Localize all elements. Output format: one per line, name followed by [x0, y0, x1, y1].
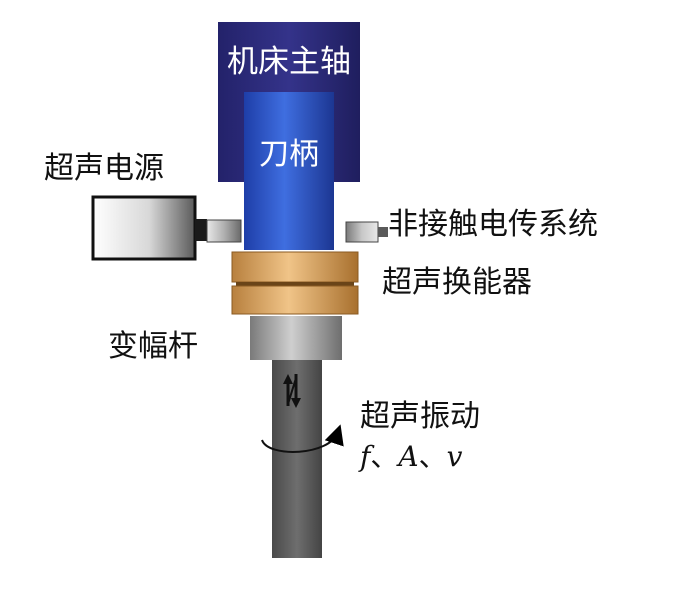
transmission-ring-right-tab	[378, 227, 388, 237]
transducer-flange-top	[231, 251, 359, 283]
rotation-arrow-icon	[261, 424, 344, 453]
param-v: v	[447, 440, 463, 473]
transducer-flange-gap	[236, 282, 354, 286]
label-ultrasonic-transducer: 超声换能器	[382, 265, 532, 300]
param-sep-2: 、	[419, 440, 447, 473]
label-tool-holder: 刀柄	[259, 137, 319, 172]
axial-vibration-arrow-icon	[283, 374, 301, 408]
param-A: A	[395, 440, 418, 473]
power-supply-connector	[195, 219, 207, 241]
tool-holder-body	[244, 92, 334, 250]
horn-body	[250, 316, 342, 360]
transducer-flange-bottom	[231, 285, 359, 315]
label-spindle: 机床主轴	[227, 44, 351, 80]
power-supply-box	[91, 195, 197, 261]
label-horn: 变幅杆	[108, 329, 198, 364]
label-vibration-params: f、A、v	[358, 440, 463, 473]
transmission-ring-left	[206, 219, 242, 243]
transmission-ring-right	[345, 221, 379, 243]
label-ultrasonic-vibration: 超声振动	[360, 399, 480, 434]
label-ultrasonic-power: 超声电源	[44, 151, 164, 186]
label-contactless-transmission: 非接触电传系统	[388, 207, 598, 242]
param-sep-1: 、	[370, 440, 398, 473]
